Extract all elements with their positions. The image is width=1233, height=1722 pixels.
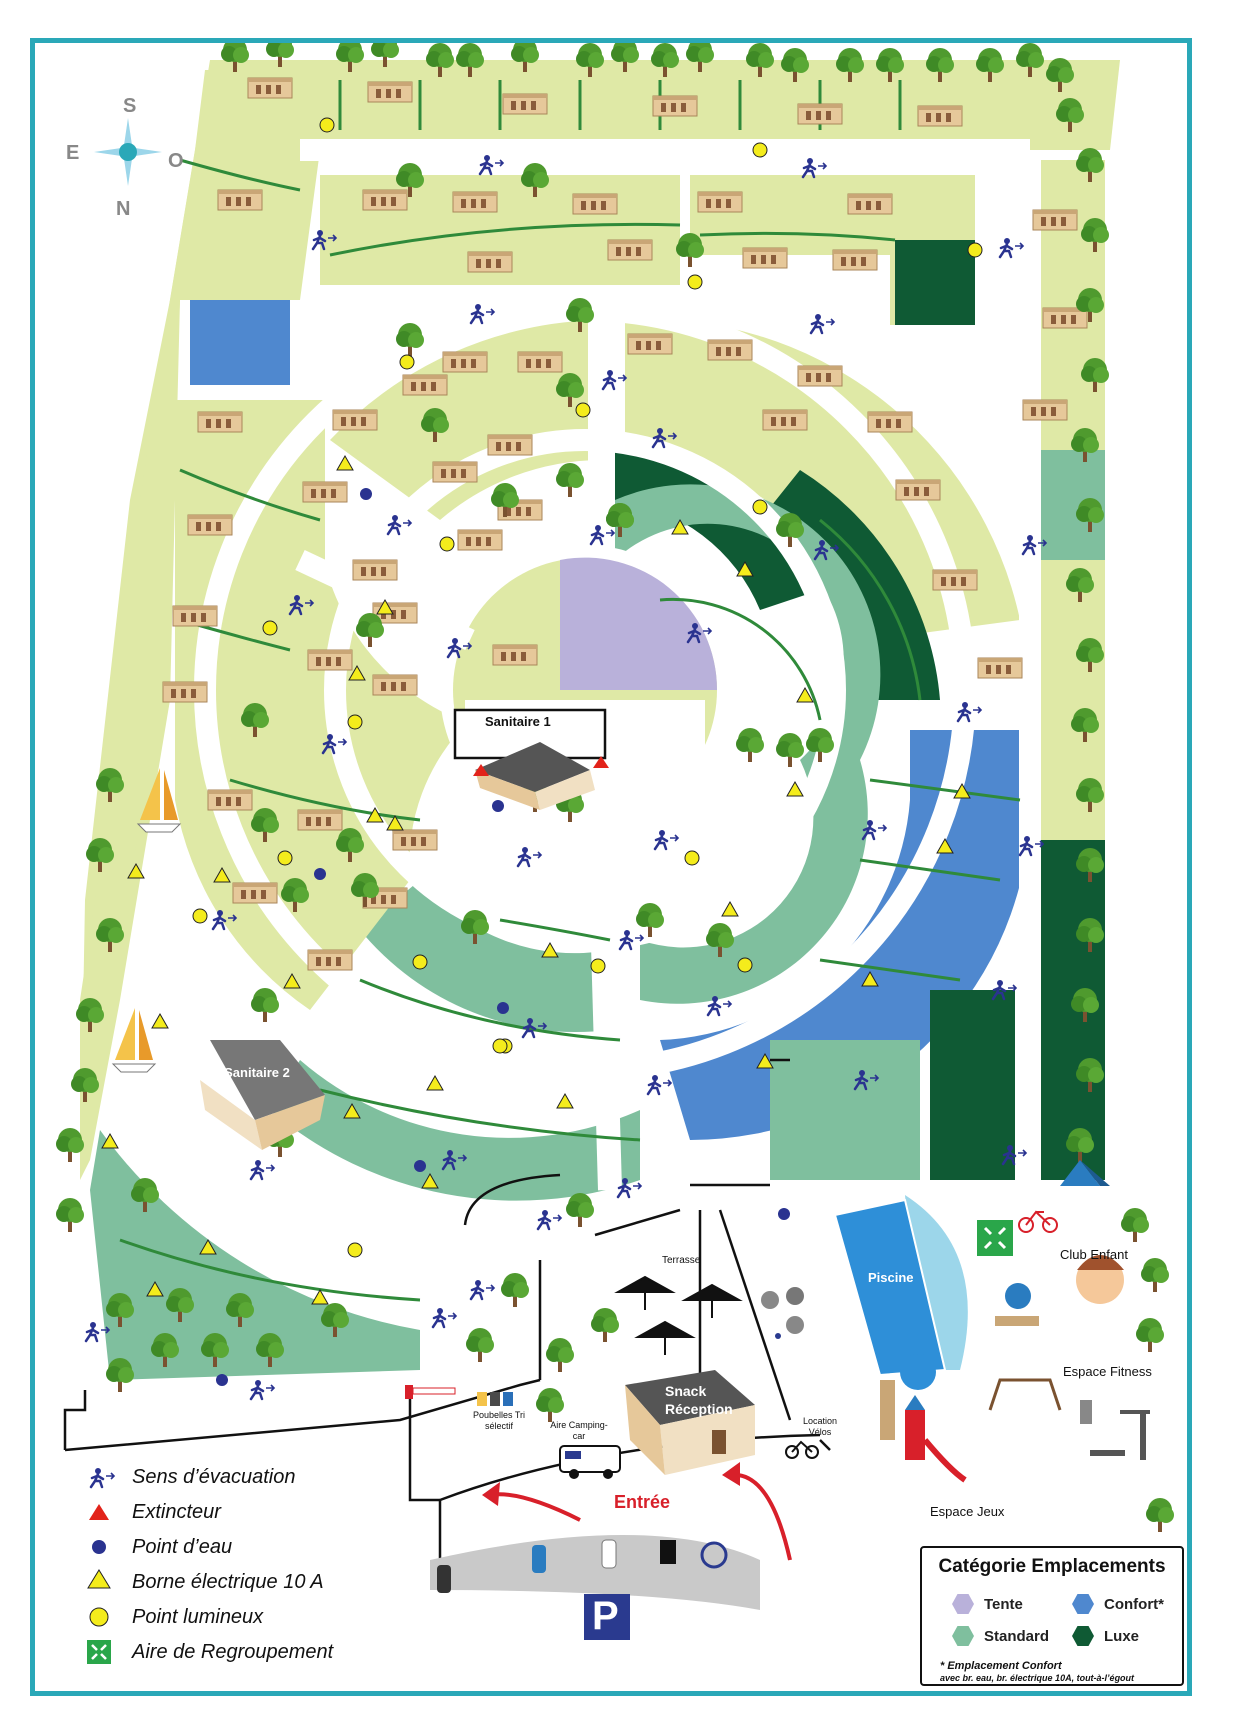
category-note-detail: avec br. eau, br. électrique 10A, tout-à… [940, 1673, 1135, 1683]
parked-cars [437, 1539, 617, 1593]
poubelles-label: Poubelles Tri sélectif [472, 1410, 526, 1431]
map-border [30, 38, 1192, 1696]
hexagon-icon [1072, 1594, 1094, 1614]
category-luxe: Luxe [1072, 1626, 1139, 1646]
entree-label: Entrée [614, 1492, 671, 1512]
accessibility-icon [700, 1541, 728, 1569]
sanitaire-2-building [200, 1040, 325, 1150]
legend-item-water: Point d’eau [80, 1532, 232, 1562]
parking-lot [430, 1535, 760, 1610]
hedges [119, 80, 1021, 1302]
legend-item-extinguisher: Extincteur [80, 1497, 221, 1527]
legend-symbols [87, 1466, 116, 1664]
legend-label: Point d’eau [132, 1535, 233, 1558]
petanque-balls-icon [761, 1287, 804, 1339]
compass-west-label: O [168, 150, 184, 172]
tent-icon [1060, 1160, 1110, 1186]
category-label: Confort* [1104, 1595, 1164, 1613]
hexagon-icon [952, 1594, 974, 1614]
legend-item-light: Point lumineux [80, 1602, 263, 1632]
sailboat-icon [136, 768, 182, 833]
category-label: Tente [984, 1595, 1023, 1613]
club-enfant-label: Club Enfant [1060, 1247, 1128, 1262]
terrace-tables [614, 1275, 743, 1355]
piscine-label: Piscine [868, 1270, 914, 1285]
light-point-icon [80, 1602, 124, 1632]
category-confort: Confort* [1072, 1594, 1164, 1614]
parking-letter: P [592, 1594, 619, 1638]
sanitaire-1-label: Sanitaire 1 [485, 714, 551, 729]
camping-car-icon [559, 1445, 621, 1479]
category-title: Catégorie Emplacements [938, 1556, 1166, 1577]
legend-item-evacuation: Sens d’évacuation [80, 1462, 295, 1492]
category-note: * Emplacement Confort [940, 1660, 1062, 1672]
camping-car-label: Aire Camping-car [550, 1420, 608, 1441]
sandbox-ball-icon [995, 1283, 1039, 1326]
espace-fitness-label: Espace Fitness [1063, 1364, 1152, 1379]
legend-label: Extincteur [132, 1500, 221, 1523]
hexagon-icon [1072, 1626, 1094, 1646]
snack-reception-building [625, 1370, 755, 1475]
bike-icon [1018, 1210, 1058, 1233]
category-standard: Standard [952, 1626, 1049, 1646]
sanitaire-2-label: Sanitaire 2 [224, 1065, 290, 1080]
barrier-icon [405, 1385, 456, 1399]
sailboat-icon [111, 1008, 157, 1073]
legend-item-terminal: Borne électrique 10 A [80, 1567, 324, 1597]
hexagon-icon [952, 1626, 974, 1646]
compass-east-label: E [66, 142, 80, 164]
category-label: Luxe [1104, 1627, 1140, 1645]
kid-avatar-icon [1076, 1255, 1124, 1304]
category-tente: Tente [952, 1594, 1023, 1614]
assembly-point-icon [80, 1637, 124, 1667]
entry-arrows [482, 1462, 792, 1561]
legend-label: Borne électrique 10 A [132, 1570, 324, 1593]
electric-terminal-triangle-icon [80, 1567, 124, 1597]
legend-label: Sens d’évacuation [132, 1465, 296, 1488]
terrasse-label: Terrasse [662, 1255, 701, 1266]
water-point-icon [80, 1532, 124, 1562]
compass-rose-icon [94, 118, 162, 186]
compass-south-label: S [123, 95, 137, 117]
location-velos-label: Location Vélos [802, 1416, 838, 1437]
evacuation-runner-icon [80, 1462, 124, 1492]
espace-jeux-label: Espace Jeux [930, 1504, 1005, 1519]
category-label: Standard [984, 1627, 1050, 1645]
pool [833, 1195, 968, 1390]
legend-item-assembly: Aire de Regroupement [80, 1637, 333, 1667]
snack-reception-label: Snack Réception [665, 1383, 733, 1417]
legend-label: Aire de Regroupement [132, 1640, 334, 1663]
fitness-equipment-icon [1080, 1400, 1150, 1460]
trash-bins-icon [477, 1392, 513, 1406]
compass-north-label: N [116, 198, 131, 220]
extinguisher-triangle-icon [80, 1497, 124, 1527]
ev-charging-icon [660, 1540, 676, 1564]
category-legend: Catégorie Emplacements Tente Confort* St… [920, 1546, 1184, 1686]
legend-label: Point lumineux [132, 1605, 264, 1628]
assembly-point-icon [977, 1220, 1013, 1256]
bike-rental-icon [785, 1440, 819, 1459]
sanitaire-1-building [453, 708, 609, 810]
parking-sign [584, 1594, 630, 1640]
playground-icon [880, 1378, 1062, 1483]
